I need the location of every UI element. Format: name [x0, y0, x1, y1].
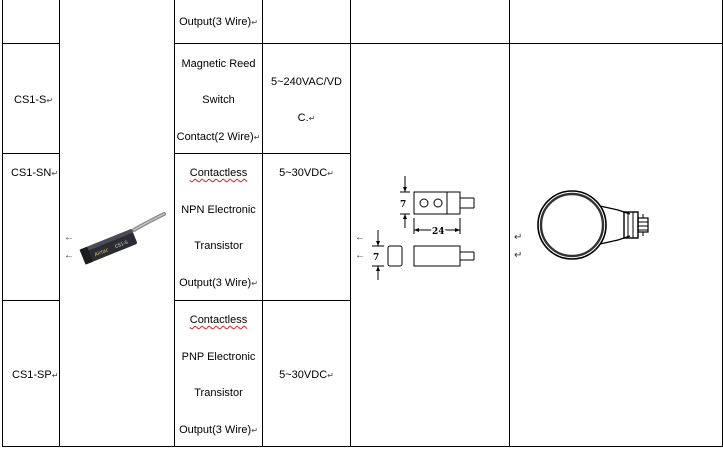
sensor-label: CS1-S	[114, 239, 129, 250]
row-border	[2, 300, 59, 301]
model-cell-cs1-sn: CS1-SN↵	[11, 167, 59, 179]
row-border	[2, 43, 59, 44]
height-dimension: 7	[400, 200, 406, 210]
paragraph-mark: ←	[355, 250, 365, 261]
col-border	[262, 0, 263, 447]
col-border	[350, 0, 351, 447]
model-cell-cs1-s: CS1-S↵	[14, 94, 54, 106]
mounting-clamp-drawing	[537, 190, 649, 260]
model-cell-cs1-sp: CS1-SP↵	[12, 369, 59, 381]
voltage-line: 5~30VDC↵	[279, 369, 334, 381]
paragraph-mark: ↵	[514, 250, 523, 261]
length-dimension: 24	[432, 227, 445, 237]
sensor-image: Airtac CS1-S	[79, 212, 166, 265]
row-border	[2, 153, 59, 154]
voltage-line: 5~30VDC↵	[279, 167, 334, 179]
description-line: Contactless	[189, 167, 248, 179]
svg-text:Airtac: Airtac	[93, 247, 110, 259]
description-line: PNP Electronic	[181, 351, 256, 363]
description-line: Output(3 Wire)↵	[179, 424, 258, 436]
paragraph-mark: ↵	[514, 232, 523, 243]
col-border	[59, 0, 60, 447]
dimension-drawing: 7 24 7	[372, 176, 475, 280]
description-cell-tail: Output(3 Wire)↵	[179, 16, 258, 28]
col-border	[174, 0, 175, 447]
description-line: Transistor	[194, 240, 243, 252]
description-line: Switch	[202, 94, 235, 106]
col-border	[2, 0, 3, 447]
row-border	[2, 446, 723, 447]
paragraph-mark: ←	[64, 250, 74, 261]
description-line: NPN Electronic	[181, 204, 256, 216]
row-border	[174, 43, 723, 44]
description-line: Magnetic Reed	[181, 58, 256, 70]
paragraph-mark: ←	[64, 232, 74, 243]
description-line: Transistor	[194, 387, 243, 399]
voltage-line: C.↵	[297, 112, 316, 124]
description-line: Output(3 Wire)↵	[179, 277, 258, 289]
height-dimension: 7	[373, 253, 379, 263]
col-border	[509, 0, 510, 447]
voltage-line: 5~240VAC/VD	[270, 76, 343, 88]
description-line: Contact(2 Wire)↵	[176, 131, 261, 143]
paragraph-mark: ←	[355, 232, 365, 243]
description-line: Contactless	[189, 314, 248, 326]
